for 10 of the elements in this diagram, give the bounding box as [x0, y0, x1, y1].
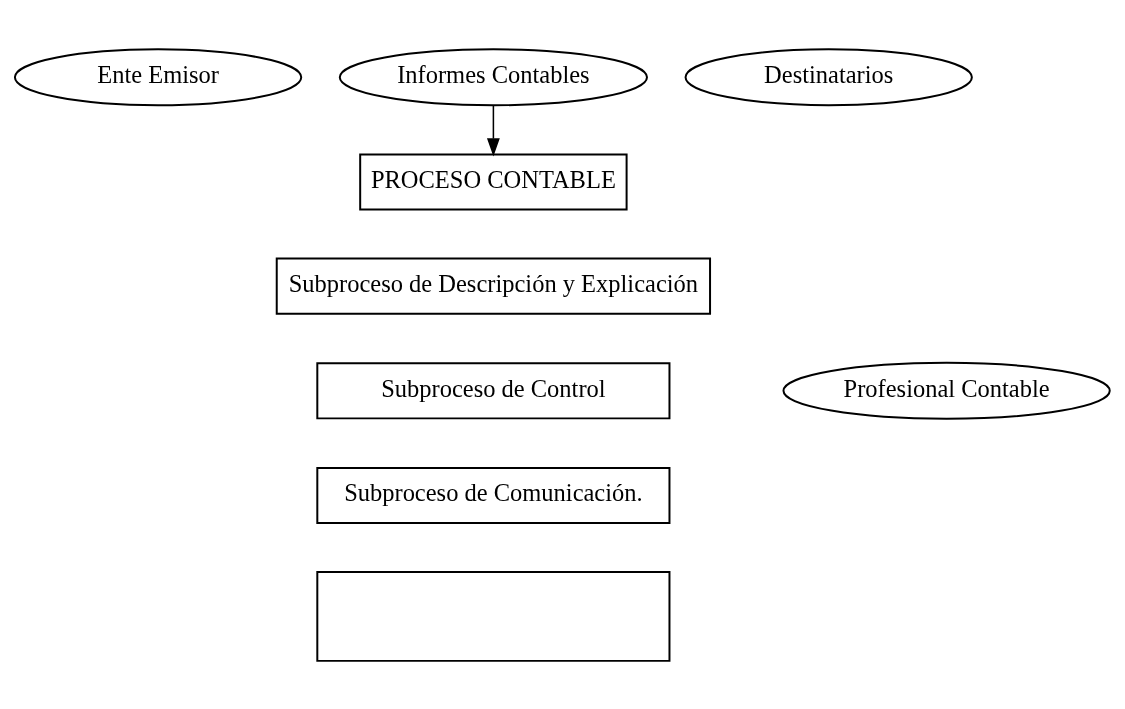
node-box: Subproceso de Descripción y Explicación: [275, 257, 712, 315]
arrow: [486, 104, 500, 157]
node-box: Subproceso de Control: [316, 361, 671, 419]
node-box: PROCESO CONTABLE: [359, 152, 628, 211]
node-ellipse: Informes Contables: [338, 47, 648, 106]
node-ellipse: Ente Emisor: [13, 47, 303, 106]
node-ellipse: Profesional Contable: [782, 361, 1111, 420]
node-ellipse: Destinatarios: [684, 47, 973, 106]
node-box: [316, 570, 671, 662]
node-box: Subproceso de Comunicación.: [316, 466, 671, 524]
